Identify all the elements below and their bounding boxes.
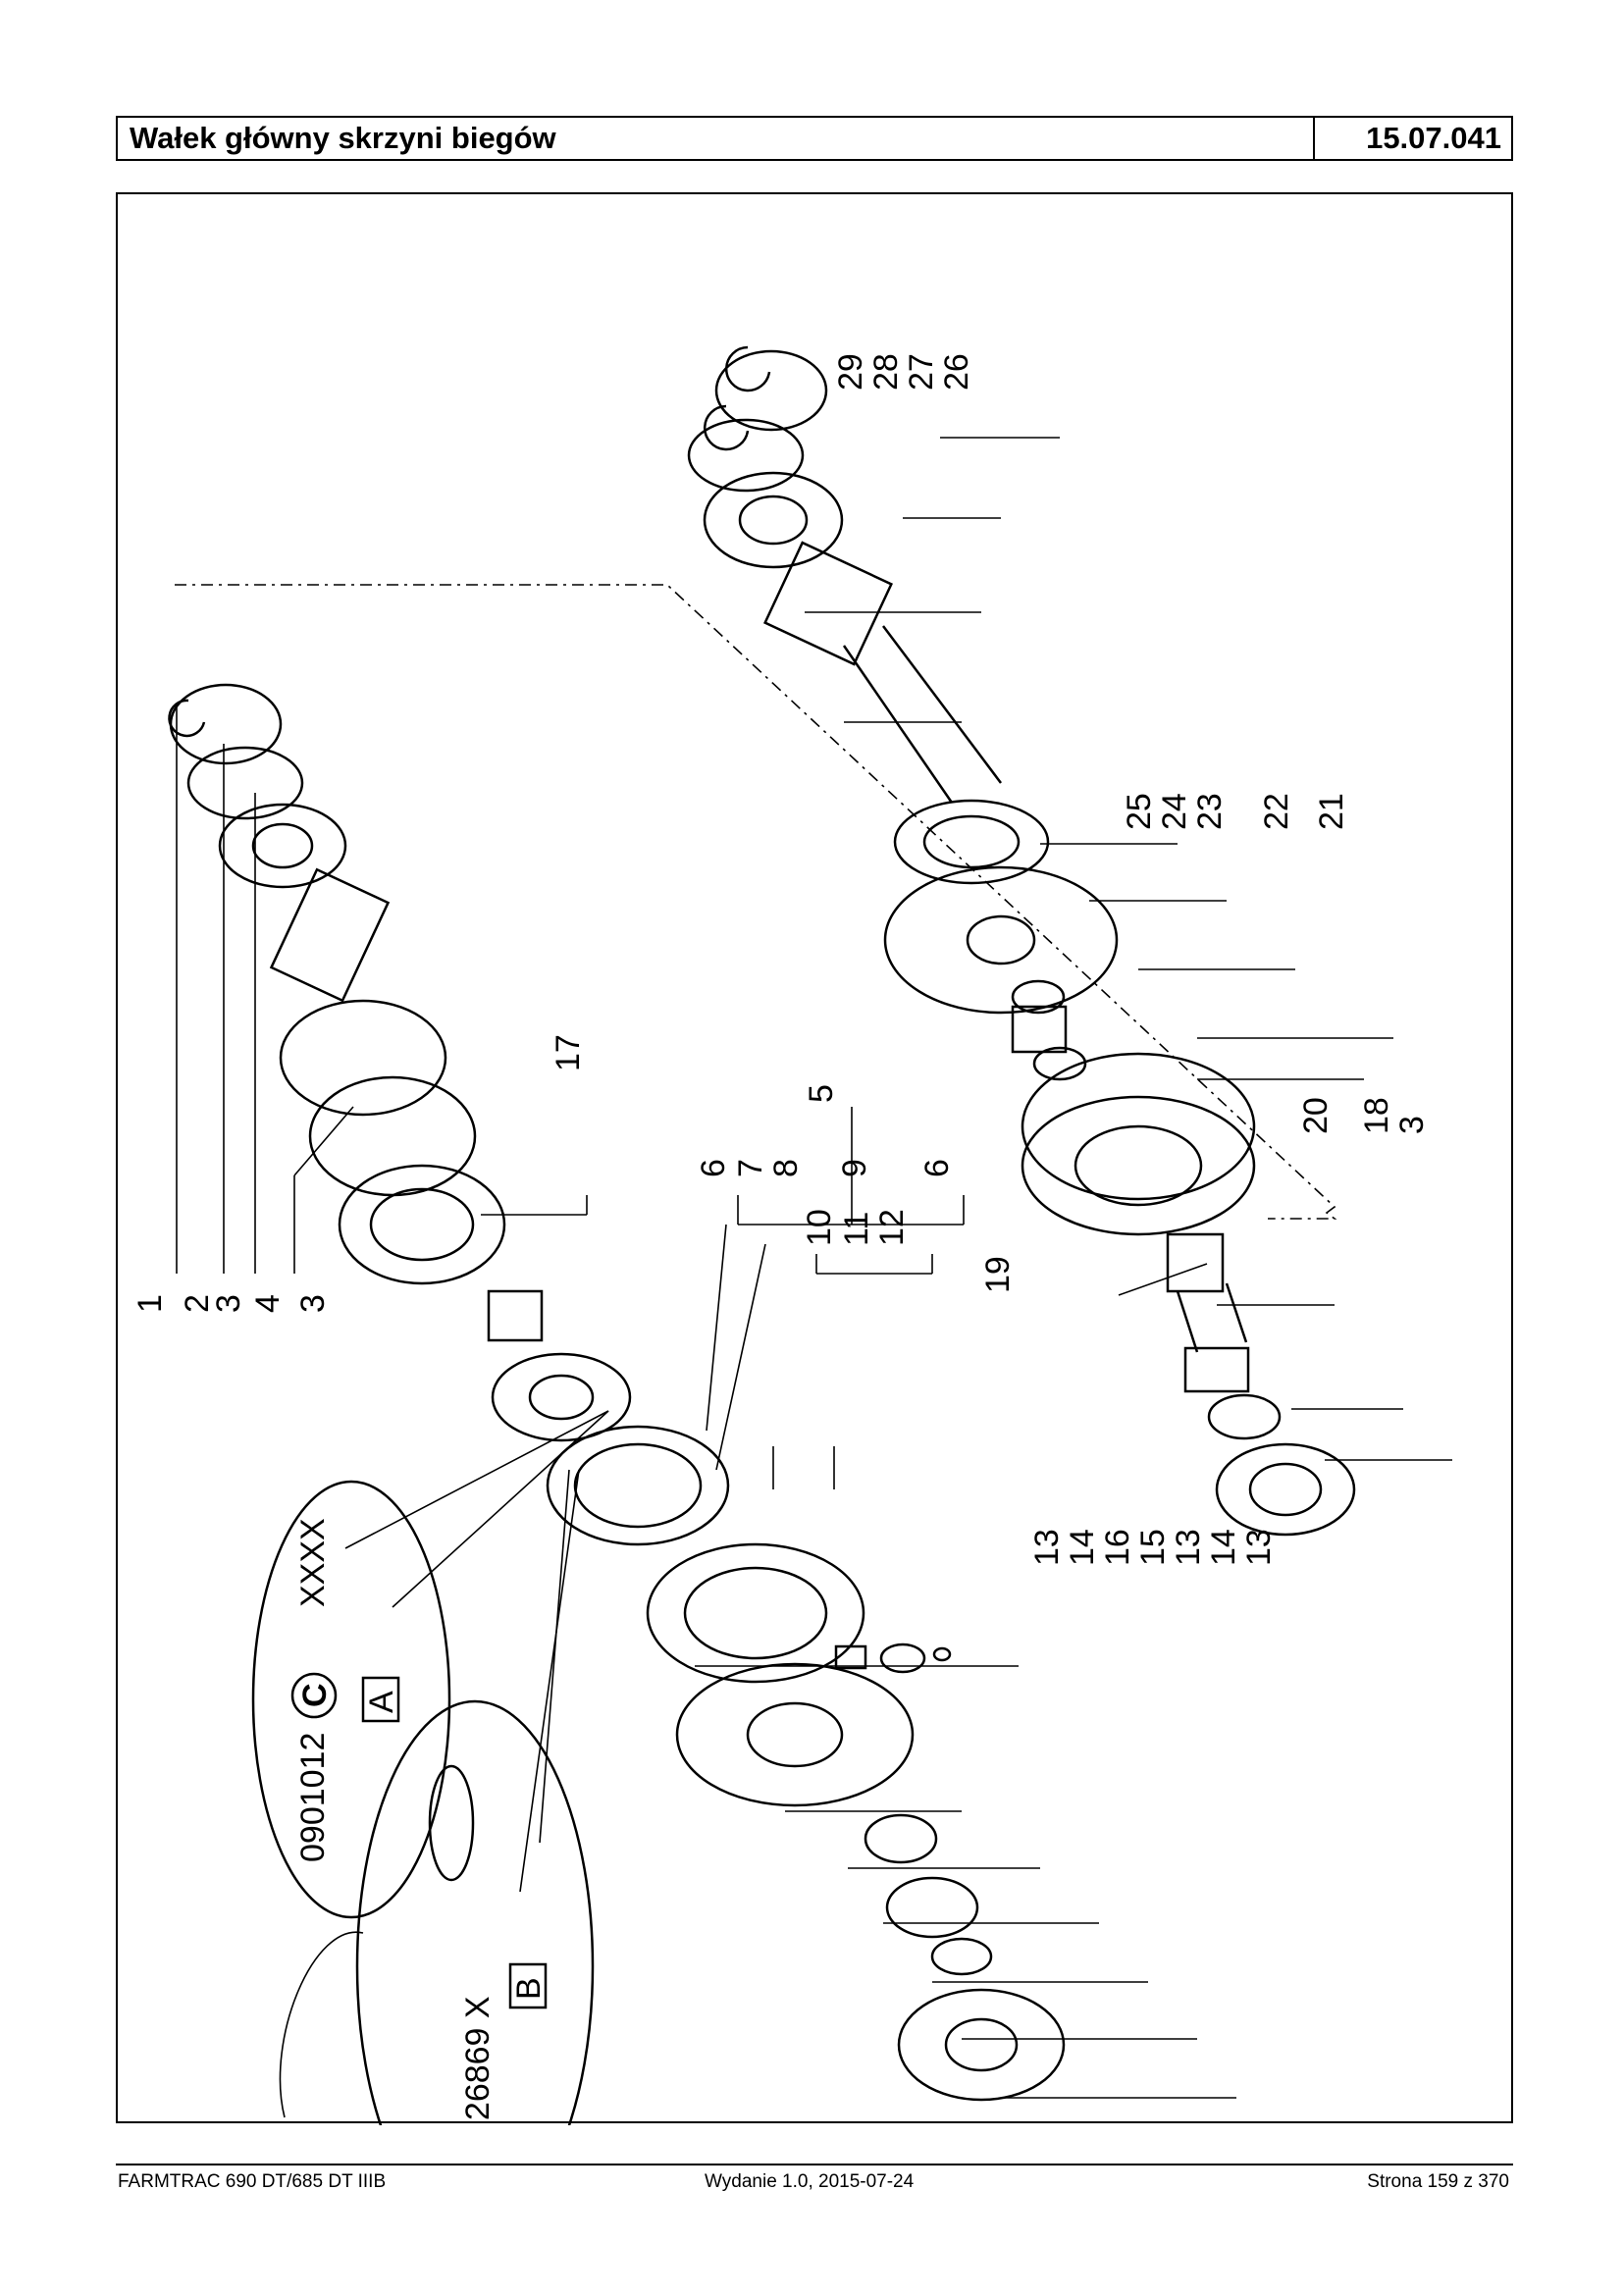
callout-label: 15 bbox=[1134, 1529, 1172, 1566]
callout-label: 18 bbox=[1358, 1097, 1395, 1134]
callout-label: 11 bbox=[838, 1212, 875, 1246]
footer-model: FARMTRAC 690 DT/685 DT IIIB bbox=[118, 2171, 387, 2192]
gearbox-shaft-drawing: 1 2 3 4 3 17 5 6 7 8 9 6 10 11 12 13 14 … bbox=[131, 345, 1452, 2125]
group-bracket bbox=[737, 1107, 965, 1275]
callout-label: 14 bbox=[1064, 1529, 1101, 1566]
callout-label: 7 bbox=[732, 1159, 769, 1177]
callout-label: 6 bbox=[918, 1159, 956, 1177]
callout-label: 28 bbox=[867, 353, 905, 391]
callout-label: 3 bbox=[1393, 1116, 1431, 1134]
exploded-diagram: 1 2 3 4 3 17 5 6 7 8 9 6 10 11 12 13 14 … bbox=[116, 192, 1513, 2125]
marking-b-oval: X XX 26869 X B bbox=[355, 1699, 595, 2125]
callout-label: 6 bbox=[695, 1159, 732, 1177]
callout-label: 12 bbox=[873, 1209, 911, 1246]
callout-label: 2 bbox=[179, 1294, 216, 1313]
gear-icon bbox=[290, 1672, 338, 1719]
leader-lines bbox=[176, 437, 1452, 2099]
callout-label: 22 bbox=[1258, 793, 1295, 830]
callout-label: 27 bbox=[903, 353, 940, 391]
callout-label: 10 bbox=[801, 1209, 838, 1246]
callout-label: 3 bbox=[210, 1294, 247, 1313]
callout-label: 3 bbox=[294, 1294, 332, 1313]
marking-b-box: B bbox=[510, 1977, 548, 2000]
callout-label: 9 bbox=[836, 1159, 873, 1177]
callout-label: 13 bbox=[1028, 1529, 1066, 1566]
left-shaft-assembly bbox=[168, 683, 1066, 2102]
marking-a-letter: C bbox=[296, 1683, 334, 1707]
upper-shaft-assembly bbox=[687, 345, 1356, 1537]
callout-label: 23 bbox=[1191, 793, 1229, 830]
callout-label: 13 bbox=[1240, 1529, 1278, 1566]
page-title: Wałek główny skrzyni biegów bbox=[118, 118, 1315, 159]
footer-edition: Wydanie 1.0, 2015-07-24 bbox=[705, 2171, 915, 2192]
page-header: Wałek główny skrzyni biegów 15.07.041 bbox=[116, 116, 1513, 161]
marking-b-code: X XX 26869 X bbox=[459, 1996, 497, 2125]
callout-label: 29 bbox=[832, 353, 869, 391]
callout-label: 16 bbox=[1099, 1529, 1136, 1566]
callout-label: 21 bbox=[1313, 793, 1350, 830]
footer-page: Strona 159 z 370 bbox=[1367, 2171, 1509, 2192]
marking-callouts bbox=[279, 1410, 609, 2118]
callout-label: 13 bbox=[1170, 1529, 1207, 1566]
callout-labels: 1 2 3 4 3 17 5 6 7 8 9 6 10 11 12 13 14 … bbox=[131, 353, 1431, 1566]
callout-label: 14 bbox=[1205, 1529, 1242, 1566]
callout-label: 19 bbox=[979, 1256, 1017, 1293]
callout-label: 25 bbox=[1121, 793, 1158, 830]
callout-label: 1 bbox=[131, 1294, 169, 1313]
dashed-boundary bbox=[175, 584, 1337, 1220]
callout-label: 4 bbox=[249, 1294, 287, 1313]
footer-divider bbox=[116, 2164, 1513, 2165]
marking-a-code: 0901012 bbox=[294, 1733, 332, 1862]
marking-a-oval: 0901012 C XXXX A bbox=[251, 1480, 451, 1919]
callout-label: 17 bbox=[550, 1034, 587, 1071]
marking-a-box: A bbox=[363, 1691, 400, 1713]
section-code: 15.07.041 bbox=[1366, 121, 1501, 155]
callout-label: 24 bbox=[1156, 793, 1193, 830]
marking-a-suffix: XXXX bbox=[294, 1518, 332, 1607]
callout-label: 20 bbox=[1297, 1097, 1335, 1134]
callout-label: 5 bbox=[803, 1084, 840, 1103]
callout-label: 8 bbox=[767, 1159, 805, 1177]
callout-label: 26 bbox=[938, 353, 975, 391]
